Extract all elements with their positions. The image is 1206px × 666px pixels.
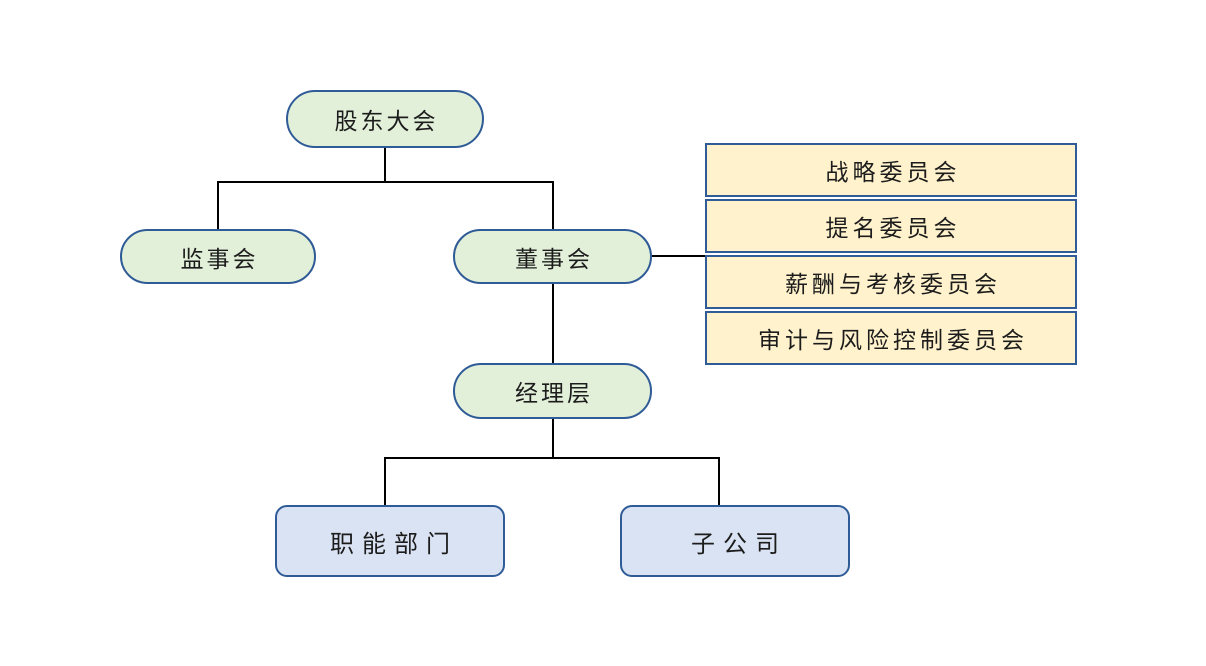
node-subsidiaries: 子公司 — [620, 505, 850, 577]
committee-list: 战略委员会 提名委员会 薪酬与考核委员会 审计与风险控制委员会 — [705, 143, 1077, 365]
node-board-of-directors-label: 董事会 — [515, 245, 593, 272]
node-supervisory-board: 监事会 — [120, 229, 316, 284]
committee-row-strategy: 战略委员会 — [705, 143, 1077, 197]
node-shareholders-meeting-label: 股东大会 — [334, 108, 439, 134]
node-management-team: 经理层 — [453, 363, 652, 419]
committee-remuneration-label: 薪酬与考核委员会 — [785, 272, 1001, 298]
node-shareholders-meeting: 股东大会 — [286, 90, 484, 148]
committee-row-nomination: 提名委员会 — [705, 199, 1077, 253]
node-supervisory-board-label: 监事会 — [180, 245, 259, 272]
committee-row-remuneration: 薪酬与考核委员会 — [705, 255, 1077, 309]
committee-row-audit-risk: 审计与风险控制委员会 — [705, 311, 1077, 365]
node-functional-departments: 职能部门 — [275, 505, 505, 577]
node-subsidiaries-label: 子公司 — [691, 529, 787, 558]
committee-audit-risk-label: 审计与风险控制委员会 — [758, 328, 1028, 354]
node-functional-departments-label: 职能部门 — [330, 529, 458, 558]
committee-nomination-label: 提名委员会 — [825, 216, 961, 242]
node-management-team-label: 经理层 — [515, 380, 593, 406]
committee-strategy-label: 战略委员会 — [825, 160, 961, 186]
node-board-of-directors: 董事会 — [453, 229, 652, 284]
